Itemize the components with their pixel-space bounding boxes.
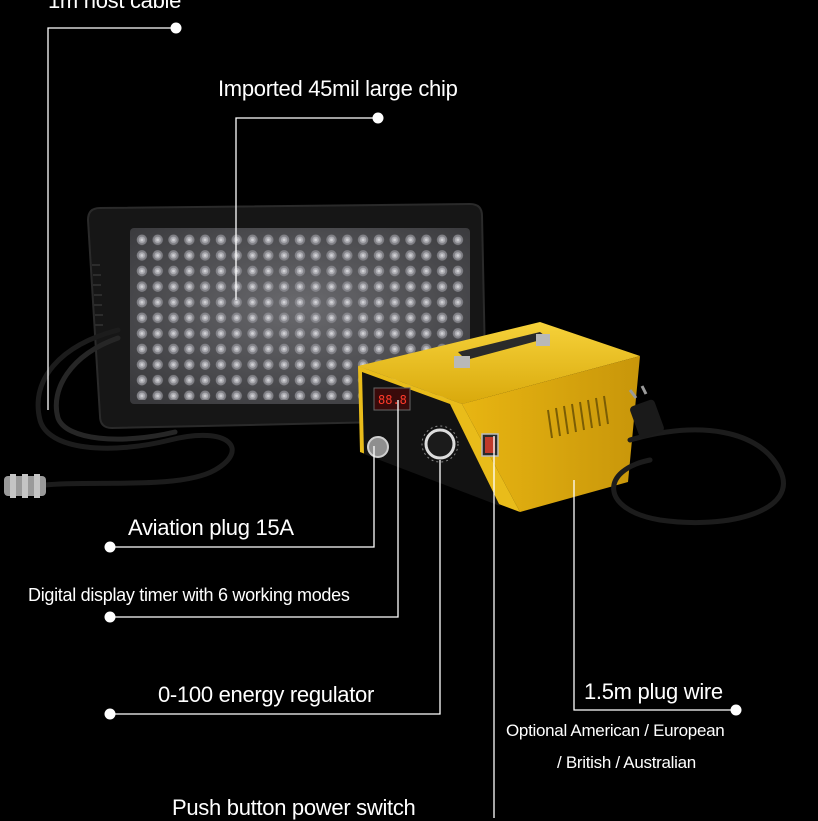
label-plug-wire: 1.5m plug wire: [584, 679, 723, 704]
aviation-socket: [367, 436, 389, 458]
label-timer: Digital display timer with 6 working mod…: [28, 585, 350, 605]
controller-top: [358, 322, 640, 404]
host-cable: [35, 327, 235, 488]
plug-wire: [611, 427, 786, 525]
aviation-connector: [4, 474, 46, 498]
label-plug-options-1: Optional American / European: [506, 721, 725, 740]
power-plug: [628, 385, 664, 439]
callout-dots: [104, 22, 742, 720]
label-aviation-plug: Aviation plug 15A: [128, 515, 294, 540]
label-regulator: 0-100 energy regulator: [158, 682, 374, 707]
callout-lines: [47, 27, 736, 818]
carry-handle: [458, 332, 548, 360]
label-host-cable: 1m host cable: [48, 0, 182, 13]
timer-display: [373, 387, 411, 411]
lamp-fins: [92, 264, 103, 326]
controller-box: 88.8: [358, 322, 640, 512]
label-power-switch: Push button power switch: [172, 795, 416, 820]
regulator-knob: [424, 428, 456, 460]
label-plug-options-2: / British / Australian: [557, 753, 696, 772]
svg-text:88.8: 88.8: [378, 393, 407, 407]
label-chip: Imported 45mil large chip: [218, 76, 458, 101]
